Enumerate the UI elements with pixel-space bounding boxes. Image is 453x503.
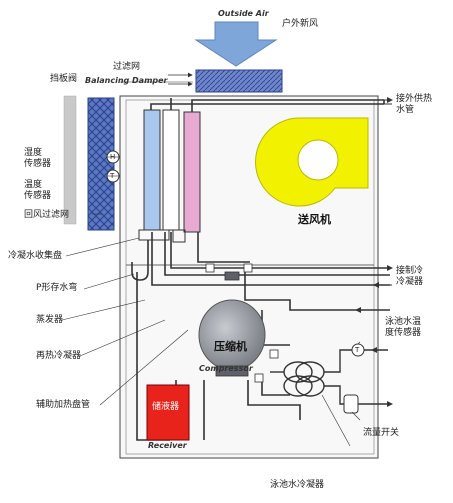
leader-lines [61, 81, 361, 447]
wall [63, 95, 77, 225]
return-filter [87, 97, 115, 231]
external-heat-pipe-label: 接外供热 水管 [396, 94, 433, 115]
filter-label: 过滤网 [113, 62, 141, 72]
valves [205, 263, 279, 383]
compressor-en-label: Compressor [199, 364, 253, 373]
aux-heater-label: 辅助加热盘管 [36, 400, 91, 410]
evaporator-coil [143, 109, 161, 231]
return-filter-label: 回风过滤网 [24, 210, 70, 220]
humidity-sensor-label: 湿度 传感器 [24, 148, 52, 169]
pool-temp-sensor-label: 泳池水温 度传感器 [385, 317, 422, 338]
blower [255, 117, 369, 207]
h-symbol: H [110, 153, 116, 161]
evaporator-label: 蒸发器 [36, 315, 64, 325]
pool-condenser-coil [270, 349, 388, 405]
remote-condenser-label: 接制冷 冷凝器 [396, 266, 424, 287]
outside-air-en: Outside Air [218, 9, 269, 18]
pipes-top [150, 98, 385, 112]
outside-air-cn: 户外新风 [282, 19, 319, 29]
damper-en-label: Balancing Damper [85, 76, 168, 85]
compressor-cn-label: 压缩机 [214, 340, 247, 353]
reheat-condenser-label: 再热冷凝器 [36, 351, 82, 361]
condensate-tray [138, 229, 186, 243]
pipes-refrigerant [136, 232, 390, 441]
compressor [198, 271, 266, 377]
top-filter [195, 69, 283, 93]
damper-cn-label: 挡板阀 [50, 74, 78, 84]
flow-switch [343, 394, 359, 414]
p-trap [131, 240, 149, 281]
p-trap-label: P形存水弯 [36, 283, 78, 293]
flow-switch-label: 流量开关 [363, 428, 400, 438]
blower-label: 送风机 [298, 213, 331, 226]
outside-air-arrow [194, 21, 278, 67]
receiver [146, 384, 190, 441]
t-symbol-2: T [355, 346, 360, 354]
receiver-cn-label: 储液器 [152, 402, 180, 412]
pool-condenser-label: 泳池水冷凝器 [270, 480, 325, 490]
condensate-tray-label: 冷凝水收集盘 [8, 251, 63, 261]
aux-heater-coil [183, 111, 201, 233]
t-symbol: T [110, 172, 115, 180]
temp-sensor-label: 温度 传感器 [24, 180, 52, 201]
reheat-condenser-coil [162, 109, 180, 231]
receiver-en-label: Receiver [148, 441, 187, 450]
